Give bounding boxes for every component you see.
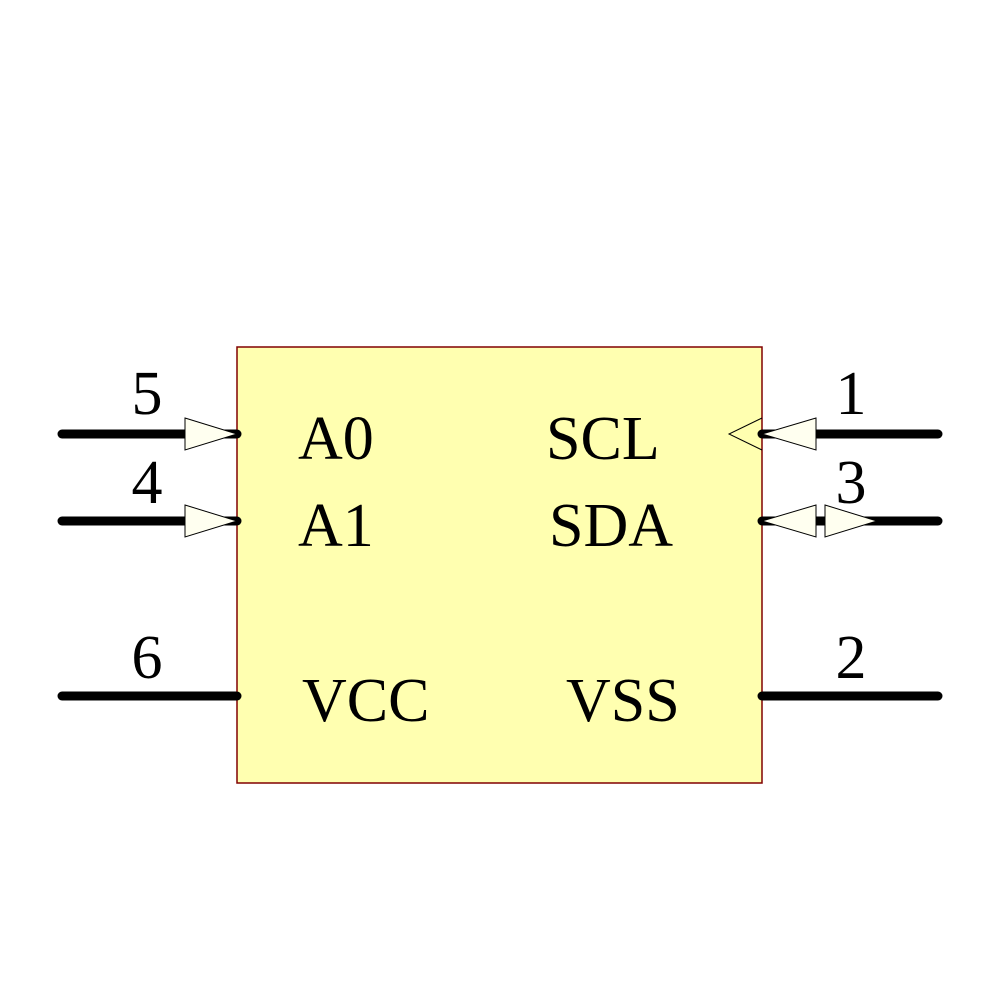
pin-number-a1: 4 (132, 449, 163, 517)
input-arrow-icon (760, 417, 817, 451)
output-arrow-icon (824, 504, 879, 538)
pin-number-a0: 5 (132, 360, 163, 428)
pin-number-vcc: 6 (132, 624, 163, 692)
pin-a1[interactable] (57, 504, 242, 538)
pin-number-sda: 3 (836, 449, 867, 517)
pin-name-vss: VSS (566, 667, 680, 735)
pin-name-a0: A0 (298, 405, 374, 473)
component-body[interactable] (236, 346, 763, 784)
pin-name-sda: SDA (549, 492, 673, 560)
pin-number-vss: 2 (836, 624, 867, 692)
input-arrow-icon (760, 504, 817, 538)
input-arrow-icon (184, 504, 239, 538)
pin-sda[interactable] (757, 504, 943, 538)
pin-name-a1: A1 (298, 492, 374, 560)
pin-a0[interactable] (57, 417, 242, 451)
pin-name-scl: SCL (546, 405, 660, 473)
pin-name-vcc: VCC (302, 667, 429, 735)
input-arrow-icon (184, 417, 239, 451)
clock-indicator-icon (727, 417, 763, 451)
pin-scl[interactable] (727, 417, 943, 451)
pin-number-scl: 1 (836, 360, 867, 428)
